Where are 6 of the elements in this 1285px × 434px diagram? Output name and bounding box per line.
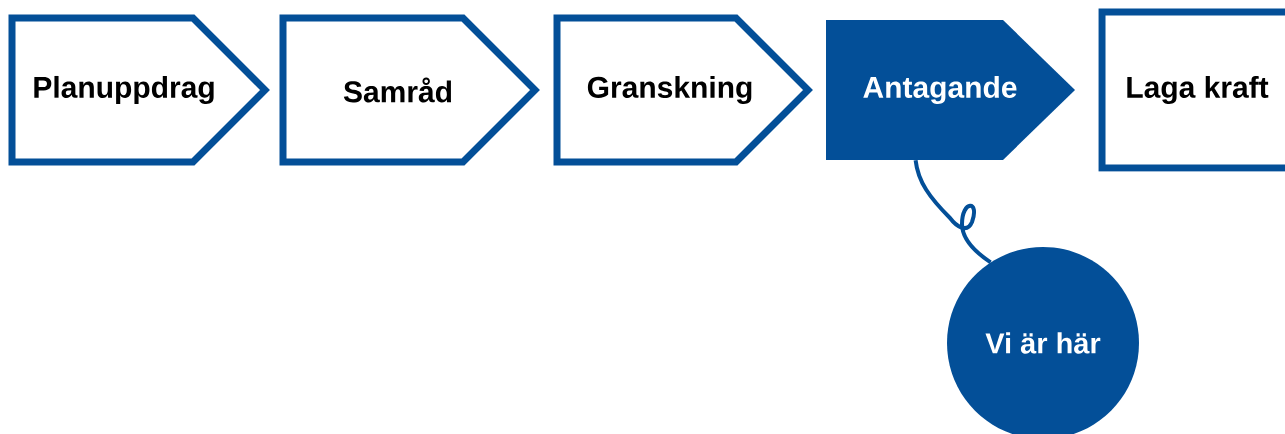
step-box: Laga kraft [1098,8,1285,172]
step-arrow-box: Antagande [826,20,1075,160]
connector-line [913,159,992,264]
step-arrow-box: Granskning [553,14,813,166]
step-arrow-box: Planuppdrag [8,14,270,166]
step-arrow-box: Samråd [279,14,540,166]
